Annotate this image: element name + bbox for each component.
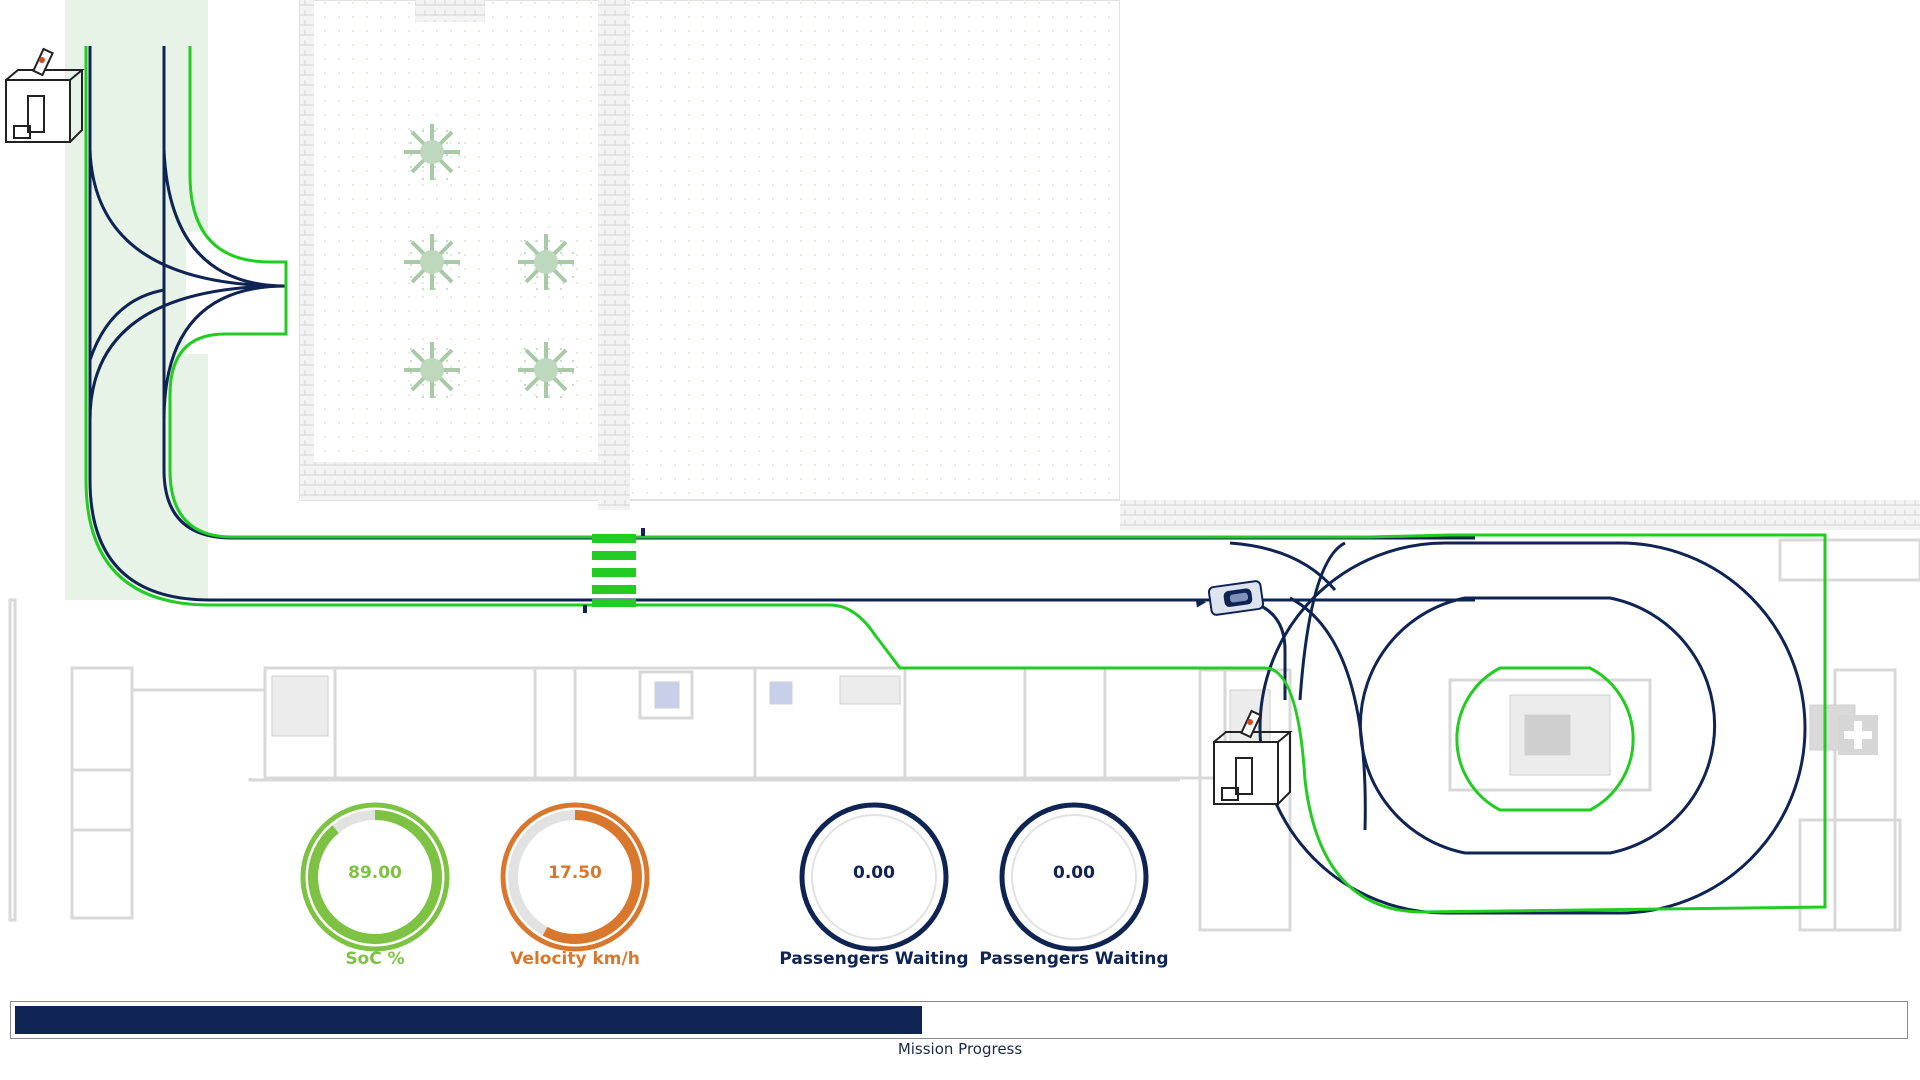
first-aid-icon (1838, 715, 1878, 755)
passengers-value-1: 0.00 (853, 863, 895, 883)
velocity-label: Velocity km/h (510, 949, 640, 969)
trees (400, 120, 578, 402)
bus-stop-icon[interactable] (5, 47, 85, 143)
crosswalk-icon (583, 528, 645, 613)
bus-stop-icon[interactable] (1213, 709, 1293, 805)
tree-icon (514, 230, 578, 294)
route-boundary (84, 46, 1827, 914)
passengers-gauge-ring-2 (999, 802, 1149, 952)
building-floorplan (8, 538, 1920, 932)
soc-label: SoC % (345, 949, 405, 969)
passengers-gauge-ring-1 (799, 802, 949, 952)
mission-progress-label: Mission Progress (897, 1040, 1023, 1058)
passengers-waiting-gauge-1: 0.00 Passengers Waiting (779, 797, 969, 987)
tree-icon (400, 230, 464, 294)
soc-value: 89.00 (348, 863, 402, 883)
tree-icon (514, 338, 578, 402)
soc-gauge: 89.00 SoC % (295, 797, 455, 987)
passengers-value-2: 0.00 (1053, 863, 1095, 883)
passengers-waiting-gauge-2: 0.00 Passengers Waiting (979, 797, 1169, 987)
velocity-gauge-ring (500, 802, 650, 952)
velocity-value: 17.50 (548, 863, 602, 883)
passengers-label-1: Passengers Waiting (779, 949, 969, 969)
velocity-gauge: 17.50 Velocity km/h (495, 797, 655, 987)
mission-progress-bar (10, 1001, 1908, 1039)
mission-progress-fill (15, 1006, 922, 1034)
passengers-label-2: Passengers Waiting (979, 949, 1169, 969)
tree-icon (400, 120, 464, 184)
shuttle-vehicle-icon[interactable] (1194, 580, 1265, 618)
soc-gauge-ring (300, 802, 450, 952)
park-area (65, 0, 1920, 600)
tree-icon (400, 338, 464, 402)
